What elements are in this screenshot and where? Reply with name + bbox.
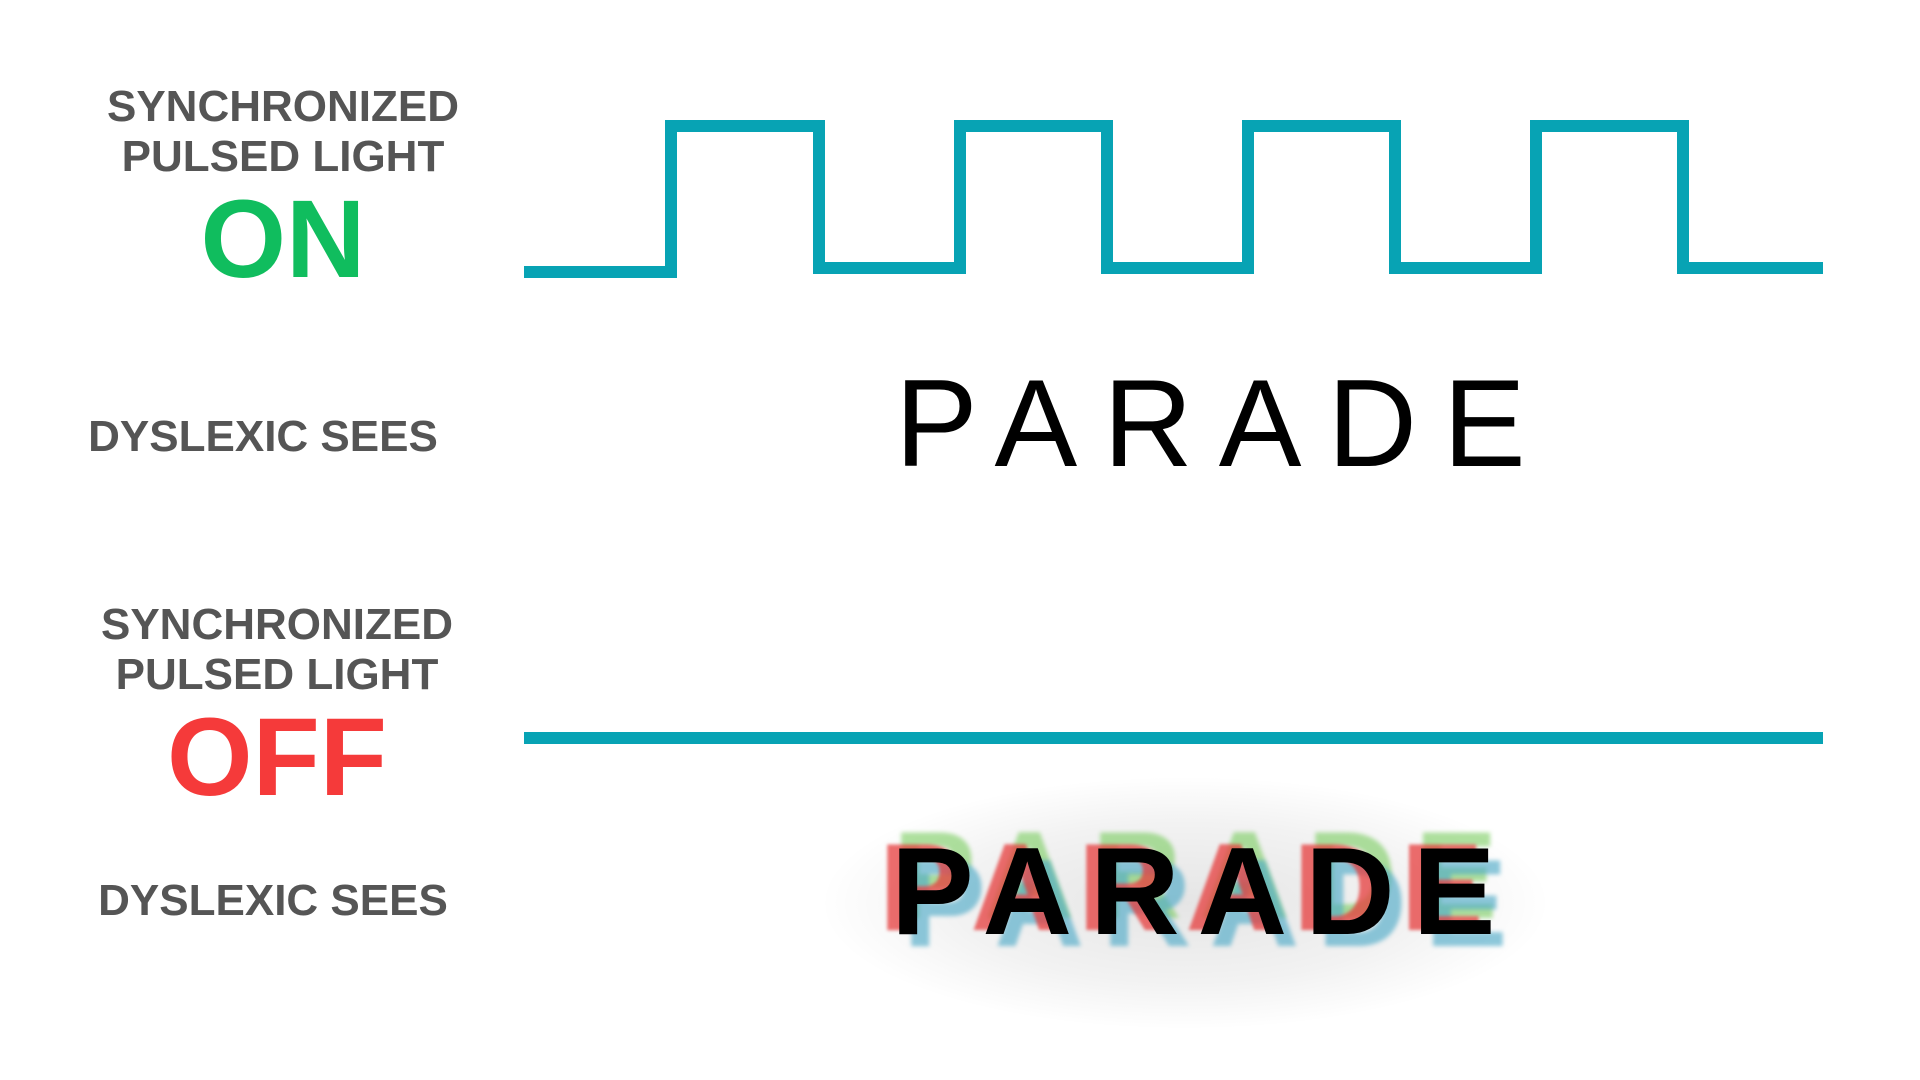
blurred-word-red-ghost: PARADE <box>879 819 1502 957</box>
off-status: OFF <box>167 696 387 819</box>
on-light-label: SYNCHRONIZED PULSED LIGHT ON <box>73 82 493 296</box>
on-title-line2: PULSED LIGHT <box>121 132 445 181</box>
on-status: ON <box>200 178 366 301</box>
off-light-label: SYNCHRONIZED PULSED LIGHT OFF <box>67 600 487 814</box>
blurred-word-green-ghost: PARADE <box>893 807 1516 945</box>
square-wave-signal <box>524 120 1823 278</box>
off-title-line1: SYNCHRONIZED <box>100 600 454 649</box>
clear-word: PARADE <box>895 355 1552 493</box>
on-dyslexic-sees-label: DYSLEXIC SEES <box>88 412 438 461</box>
off-dyslexic-sees-label: DYSLEXIC SEES <box>98 876 448 925</box>
blurred-word: PARADE <box>891 823 1514 961</box>
blur-glow <box>825 778 1545 1028</box>
blurred-word-group: PARADE PARADE PARADE PARADE <box>825 778 1545 1028</box>
on-title-line1: SYNCHRONIZED <box>106 82 460 131</box>
off-title-line2: PULSED LIGHT <box>115 650 439 699</box>
blurred-word-blue-ghost: PARADE <box>903 835 1526 973</box>
